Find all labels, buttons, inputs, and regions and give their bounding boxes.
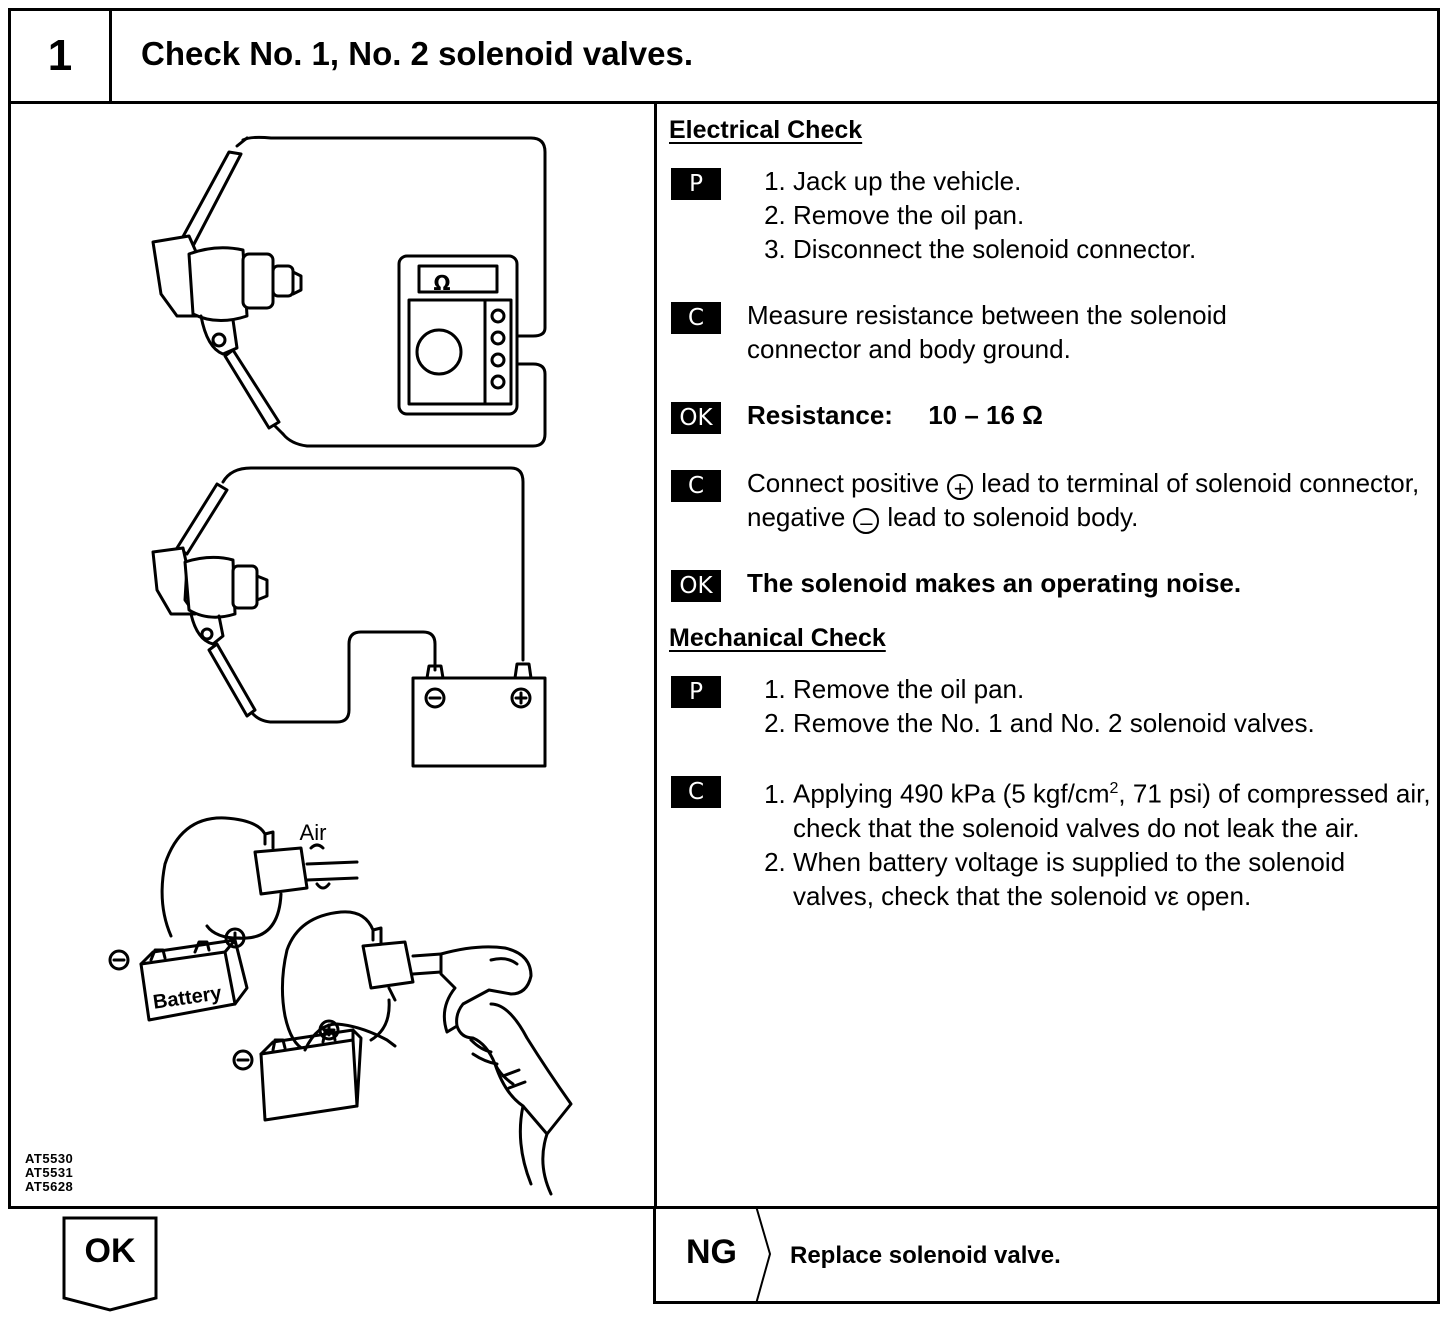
check-badge: C [671,776,721,808]
resistance-value: 10 – 16 Ω [928,400,1044,430]
ok-badge: OK [671,570,721,602]
noise-spec: The solenoid makes an operating noise. [747,568,1242,598]
chevron-right-icon [755,1206,772,1304]
step-number: 1 [47,31,73,80]
polarity-instruction: Connect positive +lead to terminal of sol… [747,466,1429,535]
solenoid-air-test-figure [108,816,573,1196]
instruction-panel: Electrical Check P Jack up the vehicle. … [665,104,1435,1206]
column-divider [654,104,657,1206]
check-badge: C [671,302,721,334]
list-item: Remove the oil pan. [793,198,1429,232]
air-label: Air [300,820,327,845]
resistance-label: Resistance: [747,400,893,430]
list-item: Applying 490 kPa (5 kgf/cm2, 71 psi) of … [793,772,1435,845]
electrical-check-title: Electrical Check [669,116,863,144]
mechanical-check-title: Mechanical Check [669,624,886,652]
list-item: When battery voltage is supplied to the … [793,845,1435,913]
electrical-prep-steps: Jack up the vehicle. Remove the oil pan.… [747,164,1429,266]
list-item: Jack up the vehicle. [793,164,1429,198]
figure-code: AT5531 [25,1165,74,1180]
solenoid-ohmmeter-figure [151,135,547,448]
ok-badge: OK [671,402,721,434]
ohm-symbol: Ω [433,271,450,295]
minus-circle-icon: – [853,508,880,535]
ng-result-box: NG Replace solenoid valve. [653,1206,1440,1304]
solenoid-battery-figure [151,466,547,768]
figure-code: AT5628 [25,1179,74,1194]
ng-result-label: NG [686,1233,737,1271]
ng-action-text: Replace solenoid valve. [790,1242,1061,1269]
list-item: Remove the oil pan. [793,672,1429,706]
polarity-text-c: lead to solenoid body. [887,502,1139,532]
step-title: Check No. 1, No. 2 solenoid valves. [141,35,694,72]
polarity-text-b: lead to terminal of solenoid connector, … [747,468,1420,532]
list-item: Remove the No. 1 and No. 2 solenoid valv… [793,706,1429,740]
list-item: Disconnect the solenoid connector. [793,232,1429,266]
prep-badge: P [671,676,721,708]
figure-code: AT5530 [25,1151,74,1166]
step-body: Ω Air Battery AT5530 AT5531 AT5628 Elect… [8,101,1440,1209]
step1-text-a: Applying 490 kPa (5 kgf/cm [793,778,1110,809]
ok-result-label: OK [84,1232,136,1270]
illustration-panel: Ω Air Battery AT5530 AT5531 AT5628 [11,104,654,1206]
plus-circle-icon: + [947,474,974,501]
resistance-instruction: Measure resistance between the solenoid … [747,300,1227,364]
mechanical-check-steps: Applying 490 kPa (5 kgf/cm2, 71 psi) of … [747,772,1435,913]
ok-result-tab [62,1216,158,1312]
step1-text-b: , 71 psi) of compressed air, check that … [793,778,1431,843]
figure-codes: AT5530 AT5531 AT5628 [25,1152,73,1194]
resistance-spec: Resistance: 10 – 16 Ω [747,398,1429,432]
polarity-text-a: Connect positive [747,468,940,498]
prep-badge: P [671,168,721,200]
check-badge: C [671,470,721,502]
mechanical-prep-steps: Remove the oil pan. Remove the No. 1 and… [747,672,1429,740]
step-header: 1 Check No. 1, No. 2 solenoid valves. [8,8,1440,104]
step-number-cell: 1 [11,11,112,101]
step1-superscript: 2 [1109,780,1119,797]
